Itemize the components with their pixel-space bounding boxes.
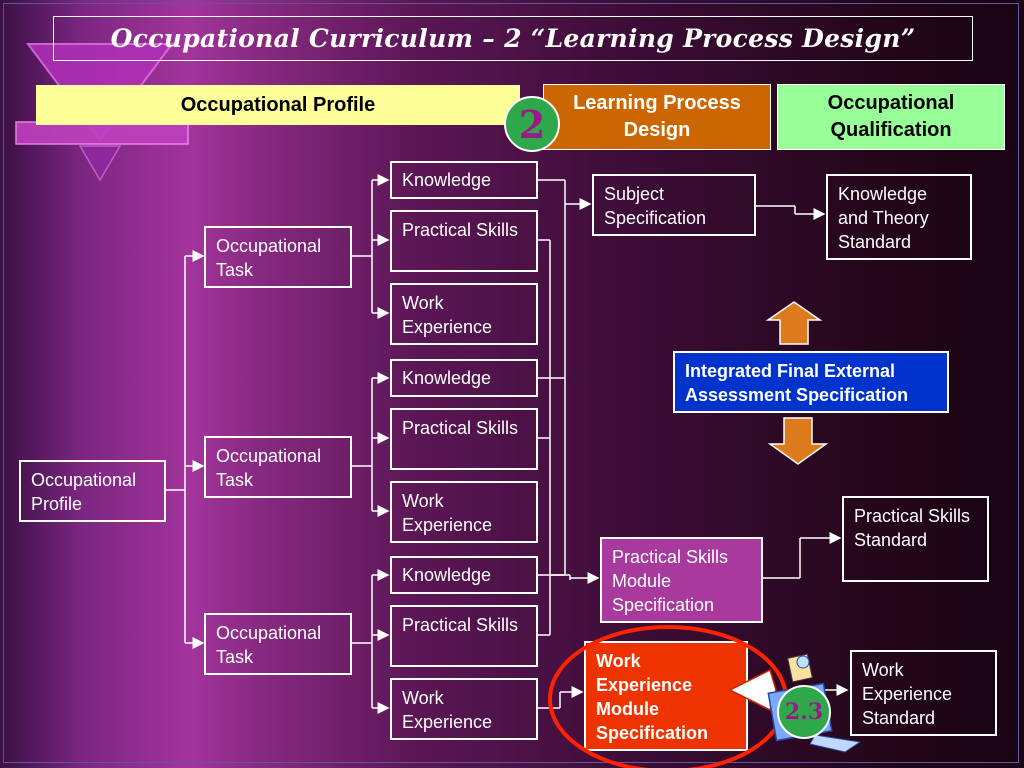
work-experience-module-label: Work Experience Module Specification xyxy=(596,651,709,743)
work-experience-label: Work Experience xyxy=(402,293,493,337)
work-experience-standard-label: Work Experience Standard xyxy=(862,660,953,728)
stage-two-badge: 2 xyxy=(504,96,560,152)
stage-two-three-badge-number: 2.3 xyxy=(784,699,824,725)
practical-skills-label: Practical Skills xyxy=(402,220,519,240)
slide-title: Occupational Curriculum – 2 “Learning Pr… xyxy=(110,24,916,53)
work-experience-standard-node: Work Experience Standard xyxy=(850,650,997,736)
knowledge-label: Knowledge xyxy=(402,170,492,190)
occupational-profile-header: Occupational Profile xyxy=(36,85,520,125)
practical-skills-module-label: Practical Skills Module Specification xyxy=(612,547,729,615)
practical-skills-standard-node: Practical Skills Standard xyxy=(842,496,989,582)
occupational-qualification-header-label: Occupational Qualification xyxy=(827,92,955,141)
work-experience-node: Work Experience xyxy=(390,678,538,740)
occupational-profile-node: Occupational Profile xyxy=(19,460,166,522)
occupational-task-node: Occupational Task xyxy=(204,436,352,498)
occupational-task-label: Occupational Task xyxy=(216,623,322,667)
practical-skills-label: Practical Skills xyxy=(402,418,519,438)
slide-frame xyxy=(3,3,1019,763)
knowledge-label: Knowledge xyxy=(402,565,492,585)
knowledge-node: Knowledge xyxy=(390,359,538,397)
slide-title-frame: Occupational Curriculum – 2 “Learning Pr… xyxy=(53,16,973,61)
work-experience-node: Work Experience xyxy=(390,481,538,543)
work-experience-label: Work Experience xyxy=(402,688,493,732)
practical-skills-node: Practical Skills xyxy=(390,408,538,470)
knowledge-theory-standard-node: Knowledge and Theory Standard xyxy=(826,174,972,260)
practical-skills-node: Practical Skills xyxy=(390,605,538,667)
occupational-qualification-header: Occupational Qualification xyxy=(777,84,1005,150)
subject-specification-label: Subject Specification xyxy=(604,184,707,228)
practical-skills-standard-label: Practical Skills Standard xyxy=(854,506,971,550)
practical-skills-label: Practical Skills xyxy=(402,615,519,635)
work-experience-node: Work Experience xyxy=(390,283,538,345)
subject-specification-node: Subject Specification xyxy=(592,174,756,236)
knowledge-node: Knowledge xyxy=(390,161,538,199)
occupational-task-node: Occupational Task xyxy=(204,613,352,675)
learning-process-design-header: Learning Process Design xyxy=(543,84,771,150)
knowledge-theory-standard-label: Knowledge and Theory Standard xyxy=(838,184,929,252)
stage-two-badge-number: 2 xyxy=(518,101,546,147)
practical-skills-module-node: Practical Skills Module Specification xyxy=(600,537,763,623)
occupational-profile-header-label: Occupational Profile xyxy=(180,93,376,116)
integrated-assessment-label: Integrated Final External Assessment Spe… xyxy=(685,361,909,405)
work-experience-module-node: Work Experience Module Specification xyxy=(584,641,748,751)
work-experience-label: Work Experience xyxy=(402,491,493,535)
knowledge-label: Knowledge xyxy=(402,368,492,388)
occupational-task-label: Occupational Task xyxy=(216,446,322,490)
knowledge-node: Knowledge xyxy=(390,556,538,594)
occupational-task-label: Occupational Task xyxy=(216,236,322,280)
occupational-profile-node-label: Occupational Profile xyxy=(31,470,137,514)
stage-two-three-badge: 2.3 xyxy=(777,685,831,739)
integrated-assessment-node: Integrated Final External Assessment Spe… xyxy=(673,351,949,413)
occupational-task-node: Occupational Task xyxy=(204,226,352,288)
learning-process-design-header-label: Learning Process Design xyxy=(573,92,741,141)
practical-skills-node: Practical Skills xyxy=(390,210,538,272)
